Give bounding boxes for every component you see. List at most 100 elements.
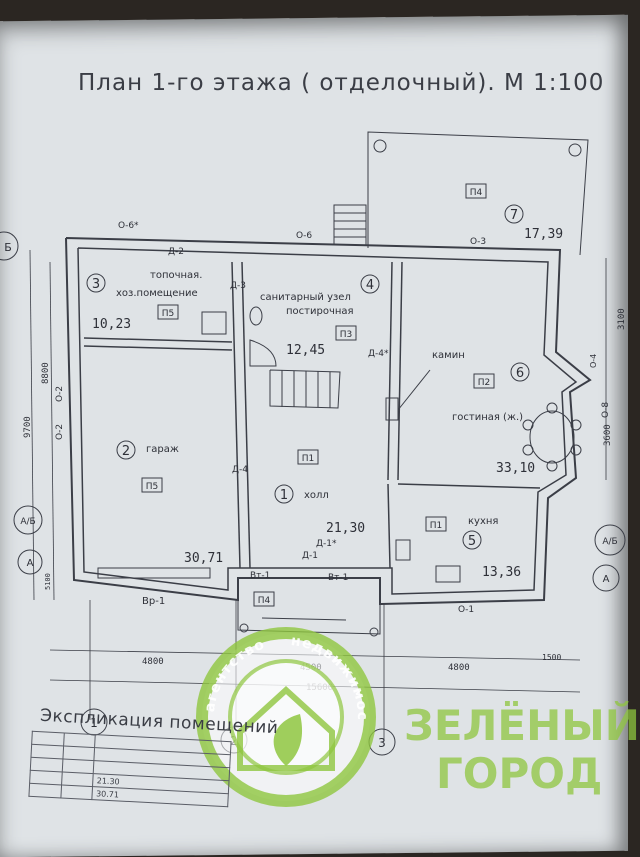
room-name-2: гараж	[146, 444, 179, 455]
finish-box-1	[297, 449, 319, 465]
room-number-7: 7	[510, 208, 518, 223]
room-circle-1	[274, 484, 294, 504]
dim-bottom-1: 4800	[142, 657, 164, 667]
window-o2-b: О-2	[55, 424, 65, 440]
boiler	[201, 311, 227, 335]
brand-line-1: ЗЕЛЁНЫЙ	[404, 700, 640, 750]
legend-table: 21.30 30.71	[28, 731, 232, 807]
axis-label-a: А	[27, 558, 34, 569]
kamin-label: камин	[432, 350, 465, 361]
dining-table	[529, 410, 575, 464]
finish-code-1: П1	[302, 454, 315, 464]
axis-bubble-a	[17, 549, 43, 575]
sink	[395, 539, 411, 561]
svg-text:недвижимости: недвижимости	[0, 0, 370, 721]
room-circle-6	[510, 362, 530, 382]
logo-ring-text-2: недвижимости	[0, 0, 369, 721]
room-area-3: 10,23	[92, 317, 131, 332]
room-area-5: 13,36	[482, 565, 521, 580]
terrace-post	[373, 139, 387, 153]
axis-bubble-1	[80, 708, 108, 736]
brand-line-2: ГОРОД	[436, 749, 602, 798]
room-number-5: 5	[468, 534, 476, 549]
axis-label-b: Б	[4, 241, 12, 254]
axis-label-1: 1	[90, 716, 98, 730]
dim-left-1: 8800	[41, 362, 51, 384]
axis-label-ab: А/Б	[20, 517, 35, 527]
room-area-4: 12,45	[286, 343, 325, 358]
room-name-5: кухня	[468, 516, 498, 527]
axis-bubble-b	[0, 231, 19, 261]
finish-box-6	[473, 373, 495, 389]
dim-left-3: 5100	[44, 573, 52, 590]
door-d4-star: Д-4*	[368, 349, 389, 359]
window-o2-a: О-2	[55, 386, 65, 402]
window-o8: О-8	[601, 402, 611, 418]
stove	[435, 565, 461, 583]
door-d4: Д-4	[232, 465, 248, 475]
finish-code-5: П1	[430, 521, 443, 531]
room-number-4: 4	[366, 278, 374, 293]
room-number-2: 2	[122, 444, 130, 459]
room-number-3: 3	[92, 277, 100, 292]
dim-right-1: 3100	[617, 308, 627, 330]
room-circle-2	[116, 440, 136, 460]
window-o6-star: О-6*	[118, 221, 139, 231]
finish-code-3: П5	[162, 309, 175, 319]
finish-box-3	[157, 304, 179, 320]
finish-box-2	[141, 477, 163, 493]
interior-walls	[83, 261, 541, 569]
finish-code-porch: П4	[258, 596, 271, 606]
terrace-stairs	[333, 204, 367, 246]
fireplace	[385, 397, 399, 421]
dim-bottom-4: 1500	[542, 653, 561, 662]
window-o6: О-6	[296, 231, 312, 241]
leaf-icon	[273, 714, 303, 766]
axis-label-a-right: А	[603, 574, 610, 585]
door-d2: Д-2	[168, 247, 184, 257]
room-name-3a: топочная.	[150, 270, 202, 281]
room-name-1: холл	[304, 490, 329, 501]
exterior-walls	[65, 237, 592, 606]
axis-bubble-ab-right	[594, 524, 626, 556]
page-title: План 1-го этажа ( отделочный). М 1:100	[78, 70, 605, 96]
gate-vr1: Вр-1	[142, 596, 165, 607]
room-area-2: 30,71	[184, 551, 223, 566]
dim-right-2: 3600	[603, 424, 613, 446]
room-name-4a: санитарный узел	[260, 292, 351, 303]
room-name-4b: постирочная	[286, 306, 354, 317]
shower	[249, 339, 277, 367]
room-name-6: гостиная (ж.)	[452, 412, 523, 423]
room-circle-3	[86, 273, 106, 293]
window-o3: О-3	[470, 237, 486, 247]
room-area-6: 33,10	[496, 461, 535, 476]
room-name-3b: хоз.помещение	[116, 288, 198, 299]
room-circle-4	[360, 274, 380, 294]
garage-gate	[97, 567, 211, 579]
room-number-6: 6	[516, 366, 524, 381]
finish-box-4	[335, 325, 357, 341]
room-area-1: 21,30	[326, 521, 365, 536]
door-d1: Д-1	[302, 551, 318, 561]
finish-box-7	[465, 183, 487, 199]
axis-bubble-a-right	[592, 564, 620, 592]
dim-bottom-3: 4800	[448, 663, 470, 673]
room-circle-7	[504, 204, 524, 224]
terrace-post	[568, 143, 582, 157]
room-number-1: 1	[280, 488, 288, 503]
room-circle-5	[462, 530, 482, 550]
door-d1-star: Д-1*	[316, 539, 337, 549]
finish-box-5	[425, 516, 447, 532]
axis-label-ab-right: А/Б	[602, 537, 617, 547]
window-o1: О-1	[458, 605, 474, 615]
finish-code-7: П4	[470, 188, 483, 198]
interior-stairs	[269, 369, 341, 409]
window-o4: О-4	[589, 354, 598, 368]
finish-code-2: П5	[146, 482, 159, 492]
finish-box-porch	[253, 591, 275, 607]
gate-vt1-b: Вт-1	[328, 573, 348, 583]
house-icon	[237, 685, 335, 771]
gate-vt1-a: Вт-1	[250, 571, 270, 581]
axis-bubble-ab	[13, 505, 43, 535]
